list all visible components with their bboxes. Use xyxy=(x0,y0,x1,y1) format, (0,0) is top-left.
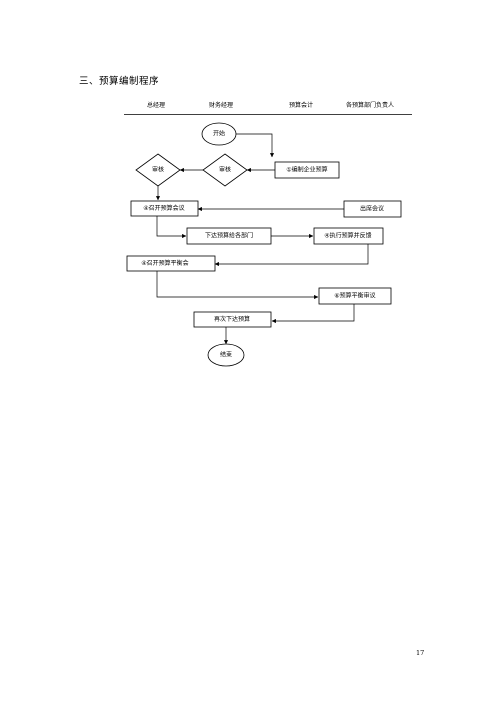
label-issue-budget: 下达预算给各部门 xyxy=(205,232,253,240)
edge-balance-meeting-to-review xyxy=(156,271,319,300)
label-hold-balance-meeting: ④召开预算平衡会 xyxy=(141,259,188,267)
section-title: 三、预算编制程序 xyxy=(79,76,160,87)
label-review-gm: 审核 xyxy=(152,166,164,174)
node-balance-review xyxy=(318,287,392,305)
label-attend-meeting: 出席会议 xyxy=(360,205,384,213)
label-balance-review: ⑥预算平衡审议 xyxy=(334,292,375,300)
edge-start-to-draft xyxy=(236,133,275,158)
label-review-finance: 审核 xyxy=(219,166,231,174)
node-hold-budget-meeting xyxy=(130,200,199,217)
node-review-gm xyxy=(135,153,181,187)
node-review-finance xyxy=(202,153,248,187)
lane-header-budget-accountant: 预算会计 xyxy=(289,102,314,109)
label-draft-budget: ①编制企业预算 xyxy=(286,166,327,174)
lane-header-department-heads: 各预算部门负责人 xyxy=(346,102,395,109)
lane-header-general-manager: 总经理 xyxy=(147,102,166,109)
node-reissue-budget xyxy=(193,311,272,328)
label-end: 结束 xyxy=(220,351,232,359)
node-hold-balance-meeting xyxy=(126,255,216,272)
node-execute-feedback xyxy=(313,227,384,245)
node-end xyxy=(207,343,245,367)
label-start: 开始 xyxy=(213,130,225,138)
edge-review-to-reissue xyxy=(271,304,355,324)
node-attend-meeting xyxy=(343,200,402,218)
edge-budget-meeting-to-issue xyxy=(156,216,187,239)
node-draft-budget xyxy=(274,161,340,179)
label-reissue-budget: 再次下达预算 xyxy=(214,315,250,323)
edge-execute-to-balance-meeting xyxy=(214,244,369,267)
lane-header-finance-manager: 财务经理 xyxy=(209,102,234,109)
label-execute-feedback: ④执行预算并反馈 xyxy=(324,232,371,240)
page-number: 17 xyxy=(416,649,425,657)
node-start xyxy=(201,122,237,146)
label-hold-budget-meeting: ④召开预算会议 xyxy=(143,204,184,212)
node-issue-budget xyxy=(186,227,272,245)
